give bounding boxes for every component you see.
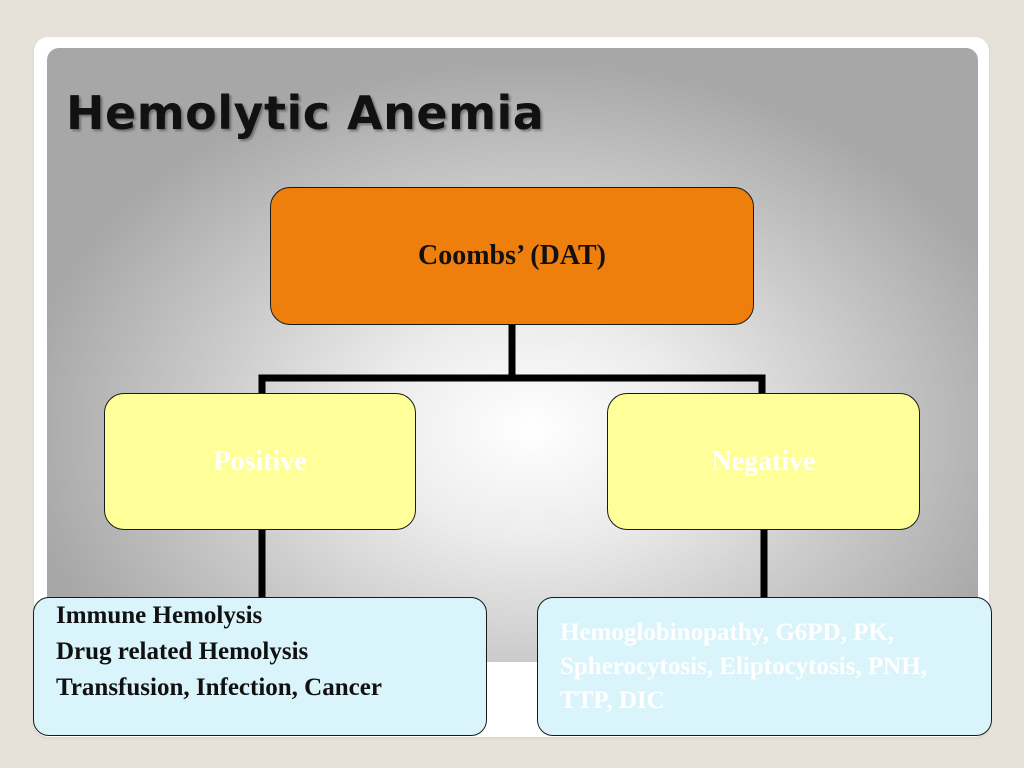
positive-label: Positive [213, 445, 307, 477]
negative-label: Negative [711, 445, 816, 477]
positive-cause-item: Drug related Hemolysis [56, 638, 309, 665]
negative-node: Negative [607, 393, 920, 530]
slide-title: Hemolytic Anemia [66, 86, 545, 140]
coombs-test-node: Coombs’ (DAT) [270, 187, 754, 325]
coombs-test-label: Coombs’ (DAT) [418, 240, 606, 271]
positive-cause-item: Immune Hemolysis [56, 602, 263, 629]
positive-causes-box: Immune Hemolysis Drug related Hemolysis … [33, 597, 487, 736]
negative-causes-box: Hemoglobinopathy, G6PD, PK, Spherocytosi… [537, 597, 992, 736]
negative-causes-text: Hemoglobinopathy, G6PD, PK, Spherocytosi… [560, 619, 927, 714]
positive-cause-item: Transfusion, Infection, Cancer [56, 674, 382, 701]
positive-node: Positive [104, 393, 416, 530]
connector-root-to-branches [258, 321, 766, 397]
